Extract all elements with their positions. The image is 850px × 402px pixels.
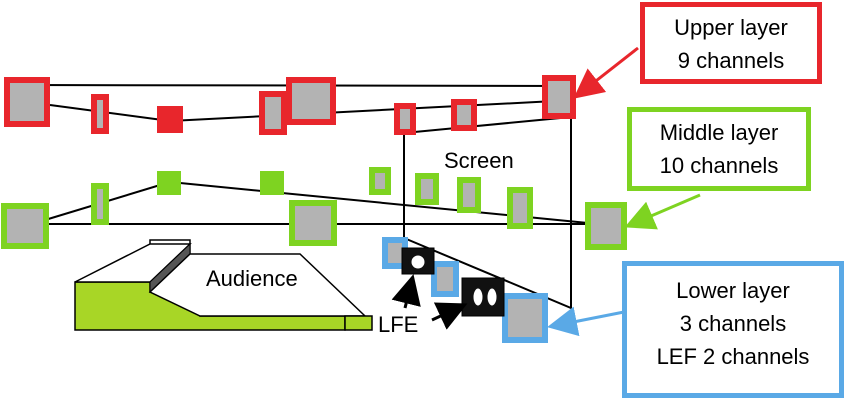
speaker-icon [1, 203, 49, 249]
audience-label: Audience [206, 266, 298, 291]
audience-platform [74, 239, 373, 331]
lfe-label: LFE [378, 312, 419, 337]
speaker-icon [286, 77, 336, 125]
speaker-icon [4, 77, 50, 127]
middle-layer-label: Middle layer 10 channels [627, 107, 811, 191]
arrow-icon [431, 302, 468, 330]
speaker-icon [369, 167, 391, 195]
speaker-icon [91, 94, 109, 134]
arrow-icon [547, 306, 625, 337]
arrow-icon [573, 46, 639, 99]
middle-layer-speakers [1, 167, 627, 250]
middle-layer-title: Middle layer [659, 120, 779, 145]
speaker-icon [431, 261, 459, 297]
arrow-icon [391, 274, 421, 309]
lfe-channel-count: LEF 2 channels [656, 344, 810, 369]
upper-layer-speakers [4, 75, 576, 135]
speaker-icon [91, 183, 109, 225]
speaker-icon [259, 91, 287, 135]
speaker-icon [585, 202, 627, 250]
speaker-icon [415, 173, 439, 205]
upper-layer-label: Upper layer 9 channels [640, 2, 822, 84]
speaker-icon [260, 171, 284, 195]
middle-layer-count: 10 channels [659, 153, 779, 178]
speaker-icon [289, 200, 337, 246]
speaker-icon [507, 187, 533, 229]
lower-layer-count: 3 channels [679, 311, 787, 336]
speaker-icon [457, 177, 481, 213]
upper-layer-count: 9 channels [677, 48, 785, 73]
arrow-icon [624, 193, 701, 230]
lower-layer-label: Lower layer 3 channels LEF 2 channels [622, 261, 844, 398]
speaker-icon [157, 106, 183, 133]
speaker-icon [394, 103, 416, 135]
speaker-icon [157, 171, 181, 195]
lower-layer-speakers [382, 237, 548, 343]
speaker-icon [502, 293, 548, 343]
speaker-icon [451, 99, 477, 131]
speaker-icon [542, 75, 576, 119]
lfe-speakers [401, 247, 505, 317]
screen-label: Screen [444, 148, 514, 173]
upper-layer-title: Upper layer [674, 15, 788, 40]
lower-layer-title: Lower layer [676, 278, 790, 303]
